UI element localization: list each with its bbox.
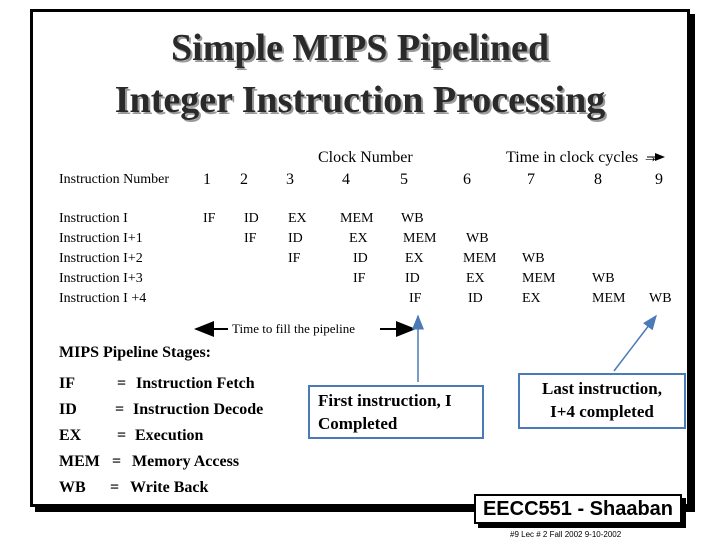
first-instruction-callout: First instruction, I Completed — [308, 385, 484, 439]
stage-eq: = — [115, 401, 125, 418]
pipeline-cell: WB — [592, 271, 615, 286]
pipeline-cell: MEM — [463, 251, 497, 266]
pipeline-cell: ID — [468, 291, 483, 306]
slide-title-line-2: Integer Instruction Processing — [114, 79, 606, 121]
stage-abbr: IF — [59, 375, 75, 392]
stage-desc: Memory Access — [132, 453, 240, 470]
last-callout-pointer-icon — [613, 314, 657, 372]
clock-number: 8 — [594, 171, 602, 188]
clock-number: 3 — [286, 171, 294, 188]
clock-number: 5 — [400, 171, 408, 188]
pipeline-cell: EX — [522, 291, 541, 306]
time-axis-header: Time in clock cycles → — [506, 149, 659, 166]
stage-abbr: ID — [59, 401, 77, 418]
stage-desc: Execution — [135, 427, 204, 444]
last-callout-line-1: Last instruction, — [542, 379, 662, 398]
lecture-info: #9 Lec # 2 Fall 2002 9-10-2002 — [510, 530, 622, 539]
stages-heading: MIPS Pipeline Stages: — [59, 344, 211, 361]
stage-eq: = — [112, 453, 122, 470]
pipeline-cell: MEM — [592, 291, 626, 306]
stage-abbr: MEM — [59, 453, 100, 470]
pipeline-cell: IF — [203, 211, 216, 226]
stage-desc: Instruction Fetch — [136, 375, 255, 392]
pipeline-cell: MEM — [340, 211, 374, 226]
clock-number: 2 — [240, 171, 248, 188]
pipeline-cell: WB — [522, 251, 545, 266]
clock-number-header: Clock Number — [318, 149, 413, 166]
stage-eq: = — [110, 479, 120, 496]
pipeline-cell: EX — [288, 211, 307, 226]
first-callout-line-1: First instruction, I — [318, 391, 452, 410]
clock-number: 6 — [463, 171, 471, 188]
instruction-label: Instruction I+1 — [59, 231, 143, 246]
clock-number: 7 — [527, 171, 535, 188]
instruction-label: Instruction I+3 — [59, 271, 143, 286]
fill-pipeline-label: Time to fill the pipeline — [232, 321, 356, 336]
stage-abbr: WB — [59, 479, 86, 496]
pipeline-cell: MEM — [522, 271, 556, 286]
instruction-label: Instruction I+2 — [59, 251, 143, 266]
last-instruction-callout: Last instruction, I+4 completed — [518, 373, 686, 429]
course-footer: EECC551 - Shaaban — [474, 494, 682, 524]
pipeline-cell: WB — [401, 211, 424, 226]
stage-desc: Instruction Decode — [133, 401, 264, 418]
pipeline-cell: IF — [288, 251, 301, 266]
pipeline-cell: EX — [405, 251, 424, 266]
pipeline-cell: ID — [288, 231, 303, 246]
instruction-number-header: Instruction Number — [59, 172, 170, 187]
pipeline-cell: ID — [405, 271, 420, 286]
clock-number: 9 — [655, 171, 663, 188]
stage-desc: Write Back — [130, 479, 209, 496]
pipeline-cell: IF — [353, 271, 366, 286]
pipeline-cell: ID — [244, 211, 259, 226]
pipeline-cell: MEM — [403, 231, 437, 246]
stage-eq: = — [117, 427, 127, 444]
pipeline-cell: ID — [353, 251, 368, 266]
stage-eq: = — [117, 375, 127, 392]
last-callout-line-2: I+4 completed — [550, 402, 654, 421]
pipeline-cell: EX — [349, 231, 368, 246]
instruction-label: Instruction I — [59, 211, 128, 226]
instruction-label: Instruction I +4 — [59, 291, 147, 306]
pipeline-cell: WB — [466, 231, 489, 246]
pipeline-cell: IF — [244, 231, 257, 246]
pipeline-cell: EX — [466, 271, 485, 286]
clock-number: 4 — [342, 171, 350, 188]
pipeline-cell: WB — [649, 291, 672, 306]
clock-number: 1 — [203, 171, 211, 188]
first-callout-line-2: Completed — [318, 414, 398, 433]
pipeline-cell: IF — [409, 291, 422, 306]
stage-abbr: EX — [59, 427, 82, 444]
slide-title-line-1: Simple MIPS Pipelined — [171, 27, 549, 69]
